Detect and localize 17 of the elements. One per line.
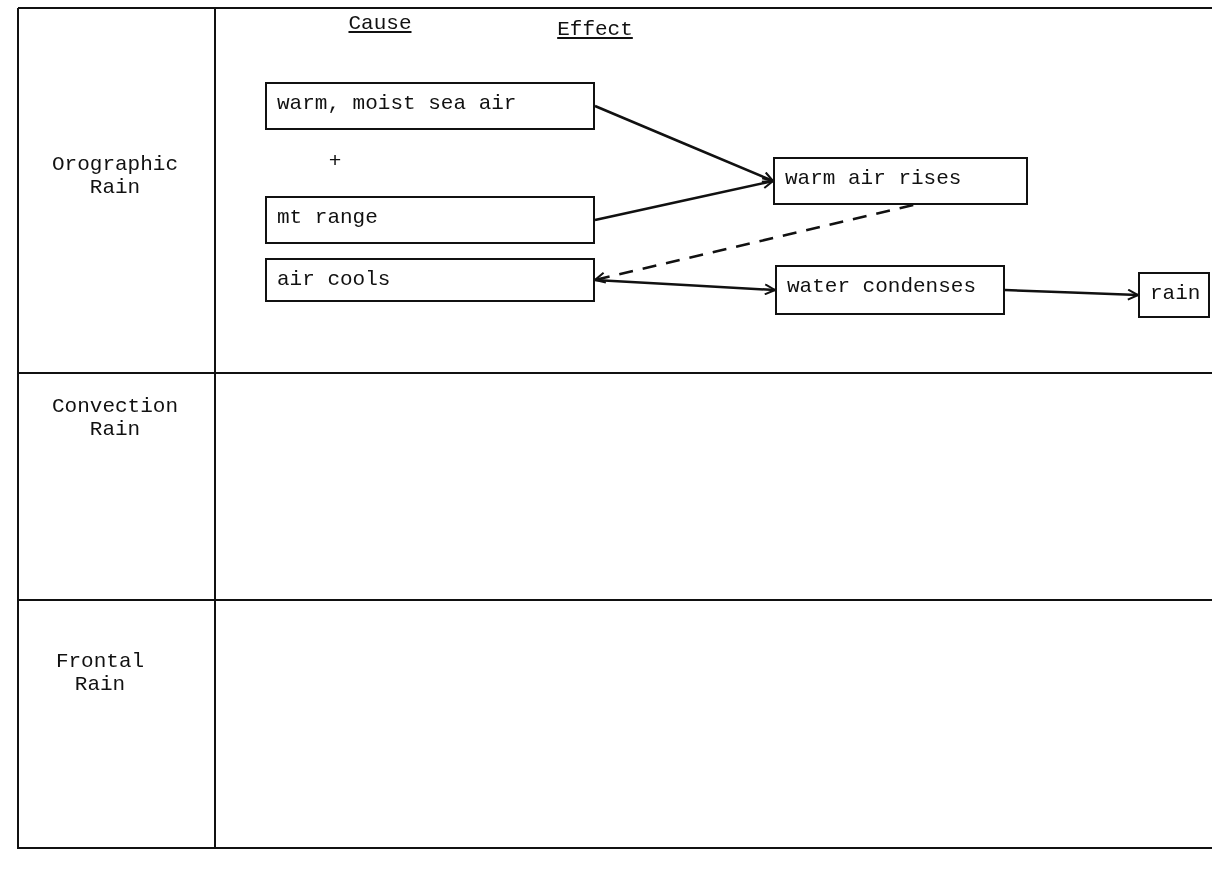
effect-heading: Effect	[556, 18, 634, 41]
process-box: water condenses	[775, 265, 1005, 315]
arrow	[594, 177, 774, 222]
arrow	[594, 203, 914, 284]
arrow	[1004, 288, 1139, 301]
arrow	[594, 104, 774, 183]
process-box: mt range	[265, 196, 595, 244]
cause-heading: Cause	[347, 12, 413, 35]
row-heading: Frontal Rain	[54, 650, 146, 696]
row-heading: Orographic Rain	[51, 153, 179, 199]
row-heading: Convection Rain	[51, 395, 179, 441]
process-box: warm air rises	[773, 157, 1028, 205]
plus-sign: +	[327, 150, 343, 173]
process-box: warm, moist sea air	[265, 82, 595, 130]
arrow	[594, 278, 776, 296]
process-box: air cools	[265, 258, 595, 302]
process-box: rain	[1138, 272, 1210, 318]
